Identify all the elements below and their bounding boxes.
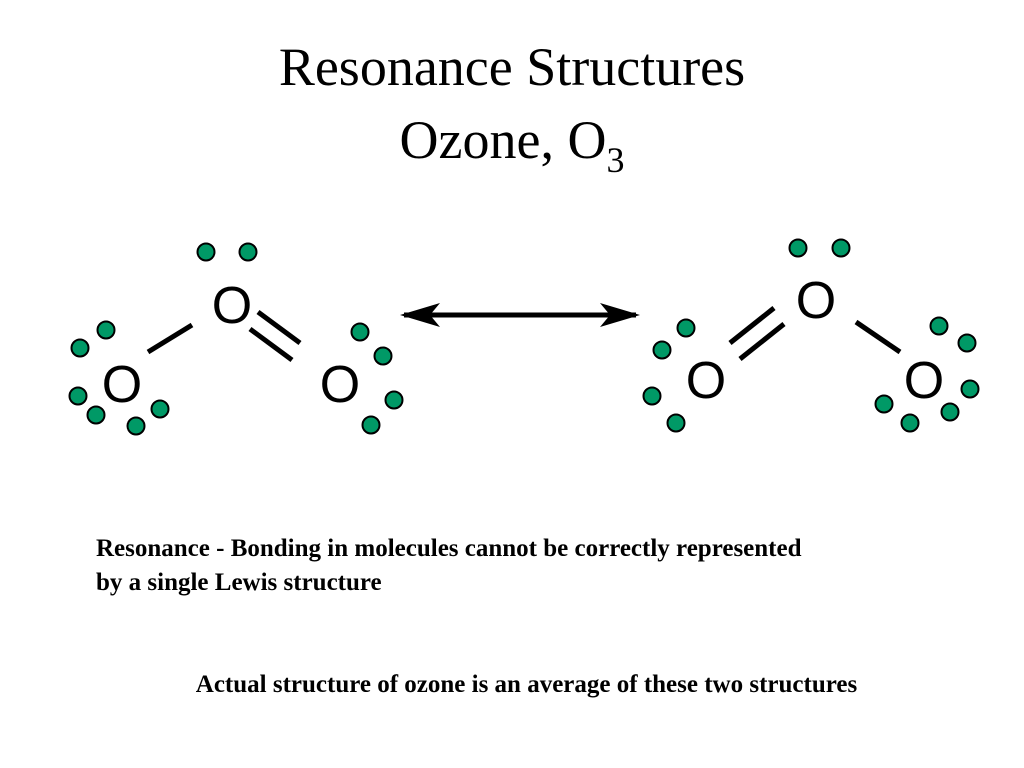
electron-dot [666,413,686,433]
electron-dot [831,238,851,258]
electron-dot [384,390,404,410]
electron-dot [900,413,920,433]
right-double-bond-line-2 [738,322,786,361]
electron-dot [373,346,393,366]
slide-subtitle: Ozone, O3 [0,110,1024,178]
electron-dot [788,238,808,258]
electron-dot [361,415,381,435]
electron-dot [86,405,106,425]
subtitle-subscript: 3 [606,140,625,180]
electron-dot [196,242,216,262]
electron-dot [238,242,258,262]
right-outer-oxygen-left: O [686,352,726,410]
left-double-bond-line-2 [248,326,294,363]
right-center-oxygen: O [796,272,836,330]
electron-dot [676,318,696,338]
electron-dot [70,338,90,358]
electron-dot [150,399,170,419]
definition-line-1: Resonance - Bonding in molecules cannot … [96,535,802,562]
left-outer-oxygen-right: O [320,356,360,414]
left-outer-oxygen-left: O [102,356,142,414]
slide-title: Resonance Structures [0,40,1024,94]
definition-line-2: by a single Lewis structure [96,569,382,596]
left-lewis-structure: O O O [68,242,404,436]
right-single-bond [854,319,902,355]
title-line1: Resonance Structures [278,37,746,97]
left-center-oxygen: O [212,277,252,335]
right-lewis-structure: O O O [642,238,980,433]
electron-dot [652,340,672,360]
right-double-bond-line-1 [728,306,776,345]
electron-dot [957,333,977,353]
electron-dot [350,322,370,342]
resonance-definition: Resonance - Bonding in molecules cannot … [96,532,996,600]
electron-dot [126,416,146,436]
left-double-bond-line-1 [256,309,302,346]
ozone-conclusion: Actual structure of ozone is an average … [195,671,858,698]
right-lone-pair-electrons [642,238,980,433]
subtitle-formula: Ozone, O [399,110,607,170]
electron-dot [960,379,980,399]
left-single-bond [146,322,194,355]
left-lone-pair-electrons [68,242,404,436]
electron-dot [642,386,662,406]
electron-dot [929,316,949,336]
electron-dot [940,402,960,422]
electron-dot [874,394,894,414]
electron-dot [68,386,88,406]
electron-dot [96,320,116,340]
right-outer-oxygen-right: O [904,352,944,410]
